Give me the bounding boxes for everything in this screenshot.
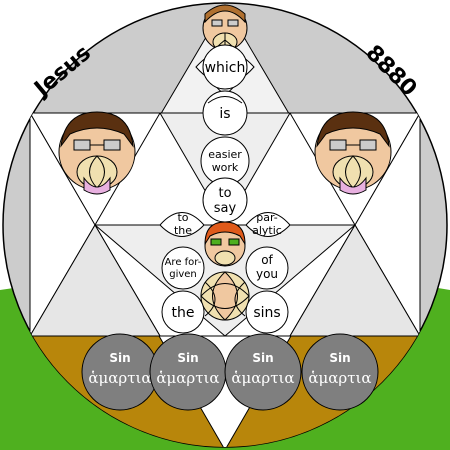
word-which: which — [205, 60, 246, 76]
word-the: the — [172, 305, 195, 321]
word-alytic: alytic — [252, 224, 282, 237]
word-par: par- — [256, 211, 278, 224]
top-face-icon — [202, 4, 248, 52]
word-sins: sins — [253, 305, 280, 321]
flower-shape — [200, 271, 250, 321]
sin-greek-3: ἁμαρτια — [231, 369, 294, 387]
sin-ball-4: Sin ἁμαρτια — [301, 333, 379, 411]
right-face-icon — [314, 111, 392, 195]
sin-ball-3: Sin ἁμαρτια — [224, 333, 302, 411]
word-bubble-the — [161, 290, 205, 334]
word-bubble-which — [202, 44, 248, 90]
word-to-left: to — [177, 211, 188, 224]
word-easier: easier — [208, 148, 242, 161]
word-bubble-are-forgiven — [161, 246, 205, 290]
word-work: work — [212, 161, 239, 174]
sin-ball-1: Sin ἁμαρτια — [81, 333, 159, 411]
word-say: say — [214, 201, 237, 216]
word-bubble-sins — [245, 290, 289, 334]
sin-greek-1: ἁμαρτια — [88, 369, 151, 387]
sin-greek-4: ἁμαρτια — [308, 369, 371, 387]
sin-label-4: Sin — [329, 351, 350, 365]
middle-face-icon — [204, 221, 246, 267]
sin-label-3: Sin — [252, 351, 273, 365]
sin-label-1: Sin — [109, 351, 130, 365]
word-bubble-is — [202, 90, 248, 136]
word-to: to — [218, 186, 231, 201]
sin-ball-2: Sin ἁμαρτια — [149, 333, 227, 411]
word-of: of — [261, 253, 273, 267]
word-given: given — [169, 269, 197, 280]
word-you: you — [256, 267, 278, 281]
word-bubble-to-the — [159, 212, 205, 237]
word-are-for: Are for- — [165, 257, 202, 268]
word-bubble-paralytic — [245, 212, 291, 237]
sin-greek-2: ἁμαρτια — [156, 369, 219, 387]
word-bubble-of-you — [245, 246, 289, 290]
word-the-left: the — [174, 224, 192, 237]
word-is: is — [219, 106, 230, 122]
left-face-icon — [58, 111, 136, 195]
sin-label-2: Sin — [177, 351, 198, 365]
